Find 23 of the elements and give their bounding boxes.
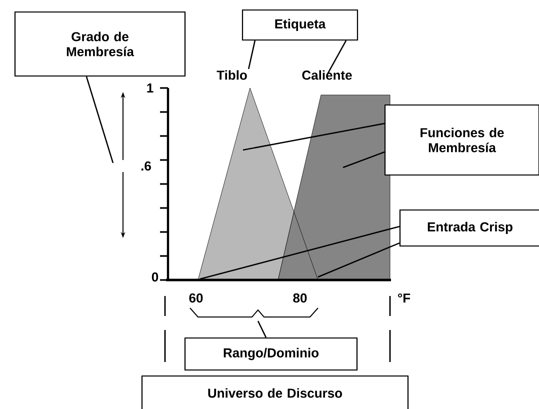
axis-label: 60 bbox=[189, 293, 203, 303]
leader-line bbox=[326, 40, 347, 76]
leader-line bbox=[86, 76, 114, 164]
callout-box: Etiqueta bbox=[242, 9, 358, 41]
callout-box: Grado de Membresía bbox=[14, 11, 186, 77]
leader-line bbox=[242, 122, 385, 151]
curve-label: Tiblo bbox=[216, 70, 247, 80]
axis-label: °F bbox=[398, 293, 410, 303]
callout-box: Universo de Discurso bbox=[141, 375, 409, 409]
axis-label: 0 bbox=[152, 272, 158, 282]
membership-trapezoid bbox=[278, 94, 390, 280]
axis-label: .6 bbox=[141, 161, 151, 171]
membership-triangle bbox=[198, 88, 294, 280]
leader-line bbox=[342, 151, 385, 168]
curve-label: Caliente bbox=[302, 70, 352, 80]
leader-line bbox=[318, 242, 400, 278]
leader-line bbox=[200, 226, 400, 280]
callout-box: Funciones de Membresía bbox=[384, 104, 539, 176]
leader-line bbox=[248, 40, 256, 70]
axis-label: 80 bbox=[293, 293, 307, 303]
callout-box: Rango/Dominio bbox=[184, 337, 358, 371]
leader-line bbox=[257, 320, 267, 338]
callout-box: Entrada Crisp bbox=[399, 209, 539, 247]
